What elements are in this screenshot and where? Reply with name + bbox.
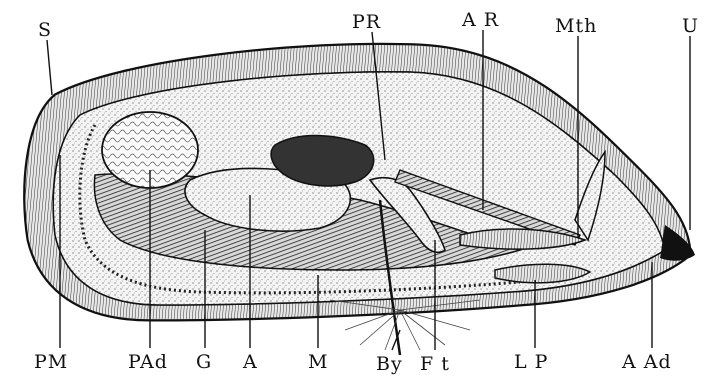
- label-LP: L P: [514, 351, 548, 373]
- leader-S: [47, 40, 52, 95]
- label-AR: A R: [461, 9, 499, 31]
- label-A: A: [242, 351, 258, 373]
- label-PAd: PAd: [128, 351, 168, 373]
- label-PR: PR: [352, 11, 381, 33]
- label-By: By: [376, 353, 403, 375]
- label-M: M: [308, 351, 328, 373]
- label-G: G: [196, 351, 212, 373]
- label-Ft: F t: [420, 353, 450, 375]
- label-S: S: [38, 19, 52, 41]
- label-AAd: A Ad: [621, 351, 672, 373]
- label-PM: PM: [34, 351, 68, 373]
- label-U: U: [682, 15, 699, 37]
- label-Mth: Mth: [555, 15, 597, 37]
